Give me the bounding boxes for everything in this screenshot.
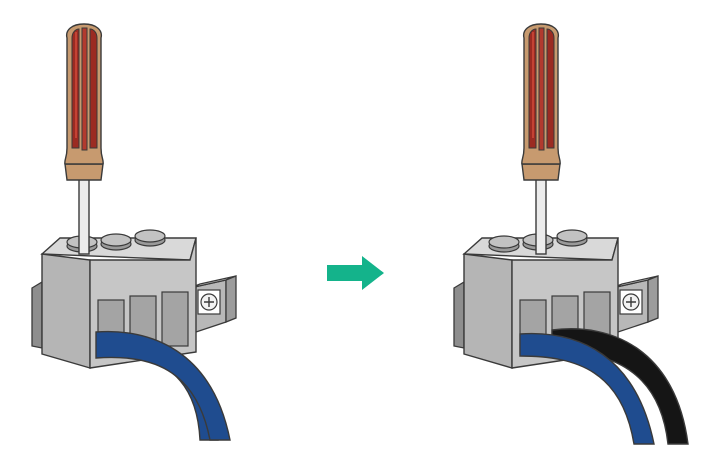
blue-wire-front bbox=[95, 330, 231, 441]
blue-wire bbox=[519, 332, 655, 445]
panel-after bbox=[453, 23, 689, 445]
screwdriver-icon bbox=[521, 23, 561, 255]
screwdriver-icon bbox=[64, 23, 104, 255]
right-arrow-icon bbox=[327, 256, 384, 290]
panel-before bbox=[31, 23, 237, 441]
